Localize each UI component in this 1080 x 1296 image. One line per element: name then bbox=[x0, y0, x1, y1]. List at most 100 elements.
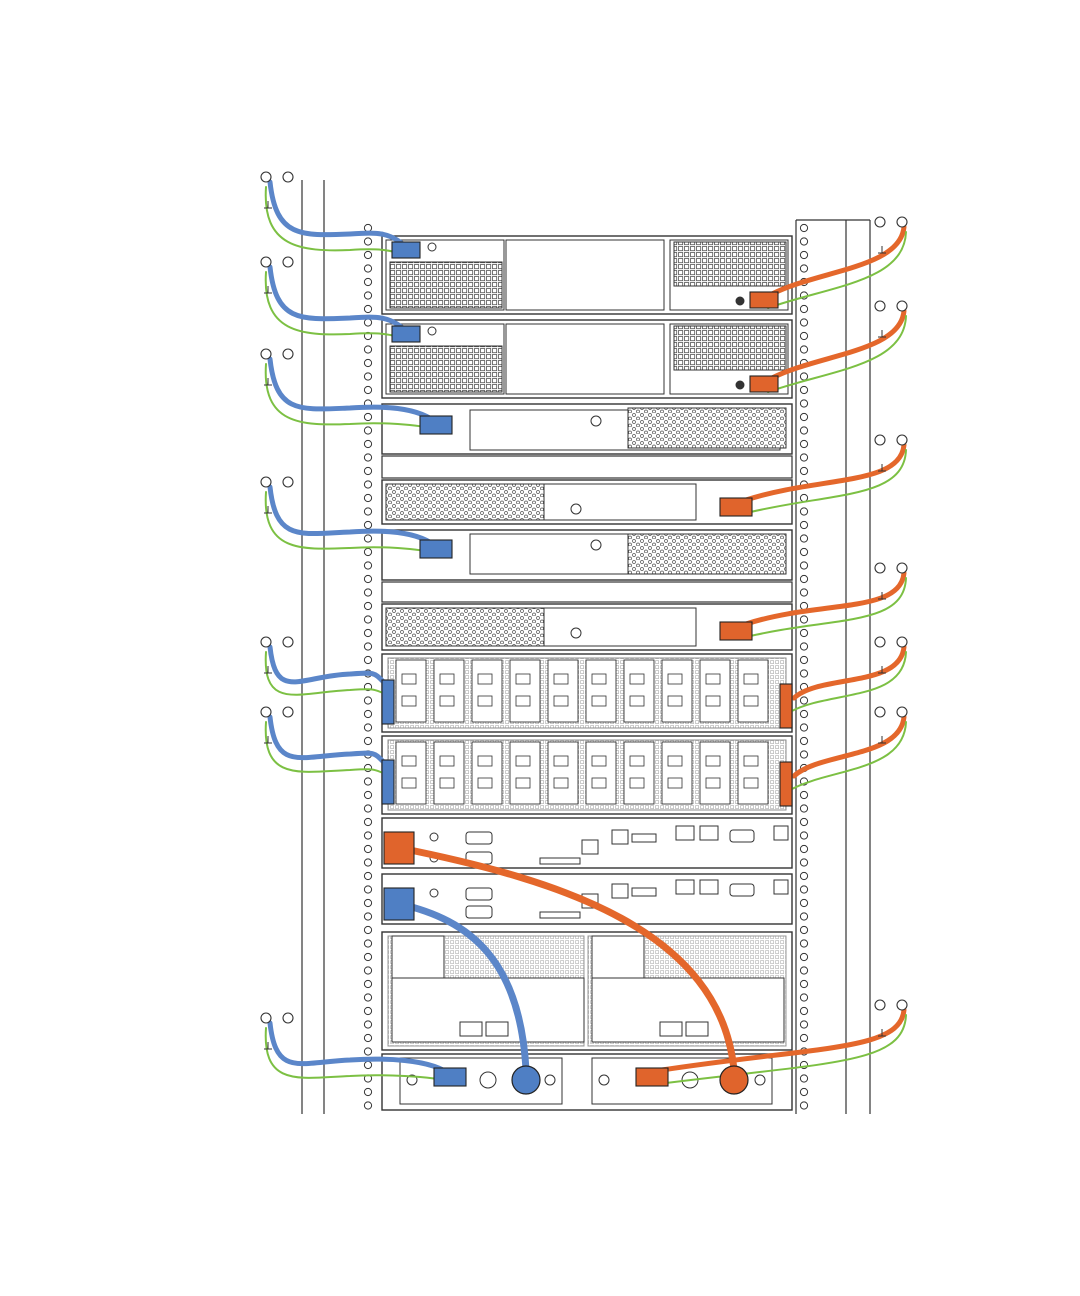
rack-hole bbox=[364, 643, 371, 650]
rack-hole bbox=[800, 562, 807, 569]
screw-icon bbox=[480, 1072, 496, 1088]
rack-hole bbox=[800, 791, 807, 798]
rack-hole bbox=[800, 926, 807, 933]
rack-hole bbox=[364, 494, 371, 501]
outlet-socket bbox=[283, 172, 293, 182]
rack-hole bbox=[364, 791, 371, 798]
outlet-socket bbox=[261, 637, 271, 647]
screw-icon bbox=[430, 889, 438, 897]
rack-hole bbox=[800, 737, 807, 744]
rj45-port-icon bbox=[744, 756, 758, 766]
rack-hole bbox=[364, 427, 371, 434]
rack-hole bbox=[800, 899, 807, 906]
rack-hole bbox=[800, 670, 807, 677]
rack-hole bbox=[364, 967, 371, 974]
rj45-port-icon bbox=[402, 756, 416, 766]
rack-hole bbox=[364, 481, 371, 488]
io-slot bbox=[510, 660, 540, 722]
rack-hole bbox=[364, 859, 371, 866]
rack-hole bbox=[800, 454, 807, 461]
rack-hole bbox=[800, 305, 807, 312]
io-slot bbox=[624, 742, 654, 804]
feed-a-connector bbox=[420, 540, 452, 558]
rack-hole bbox=[800, 994, 807, 1001]
rack-hole bbox=[800, 913, 807, 920]
outlet-socket bbox=[283, 637, 293, 647]
outlet-socket bbox=[897, 435, 907, 445]
io-slot bbox=[510, 742, 540, 804]
rj45-port-icon bbox=[440, 778, 454, 788]
rack-hole bbox=[364, 548, 371, 555]
rj45-port-icon bbox=[706, 696, 720, 706]
rack-hole bbox=[364, 305, 371, 312]
rack-hole bbox=[364, 832, 371, 839]
io-slot bbox=[472, 742, 502, 804]
rack-hole bbox=[364, 521, 371, 528]
io-slot bbox=[396, 742, 426, 804]
rack-hole bbox=[800, 1034, 807, 1041]
rj45-port-icon bbox=[516, 756, 530, 766]
feed-b-cable bbox=[794, 647, 904, 698]
io-slot bbox=[434, 742, 464, 804]
rack-hole bbox=[800, 400, 807, 407]
rack-hole bbox=[364, 1102, 371, 1109]
io-chassis-2 bbox=[382, 736, 792, 814]
rj45-port-icon bbox=[706, 756, 720, 766]
rack-hole bbox=[364, 926, 371, 933]
rack-hole bbox=[364, 467, 371, 474]
rack-hole bbox=[800, 467, 807, 474]
rj45-port-icon bbox=[630, 696, 644, 706]
rack-hole bbox=[364, 359, 371, 366]
feed-b-connector bbox=[750, 292, 778, 308]
rack-hole bbox=[800, 373, 807, 380]
rack-hole bbox=[800, 967, 807, 974]
io-slot bbox=[548, 742, 578, 804]
rack-blank-panel bbox=[382, 456, 792, 478]
io-slot bbox=[624, 660, 654, 722]
rj45-port-icon bbox=[668, 674, 682, 684]
outlet-socket bbox=[261, 257, 271, 267]
feed-a-connector bbox=[434, 1068, 466, 1086]
outlet-socket bbox=[897, 301, 907, 311]
rack-hole bbox=[364, 251, 371, 258]
rack-hole bbox=[364, 818, 371, 825]
rack-hole bbox=[364, 1034, 371, 1041]
feed-b-plug bbox=[720, 1066, 748, 1094]
rack-hole bbox=[800, 386, 807, 393]
rj45-port-icon bbox=[440, 674, 454, 684]
rj45-port-icon bbox=[668, 696, 682, 706]
rack-hole bbox=[800, 940, 807, 947]
rack-hole bbox=[800, 710, 807, 717]
rack-hole bbox=[800, 548, 807, 555]
rj45-port-icon bbox=[516, 696, 530, 706]
feed-a-plug bbox=[512, 1066, 540, 1094]
rack-hole bbox=[364, 373, 371, 380]
feed-a-connector bbox=[384, 888, 414, 920]
rack-hole bbox=[364, 386, 371, 393]
rj45-port-icon bbox=[630, 756, 644, 766]
outlet-socket bbox=[283, 349, 293, 359]
rack-hole bbox=[800, 1075, 807, 1082]
rack-hole bbox=[800, 1021, 807, 1028]
rj45-port-icon bbox=[700, 880, 718, 894]
feed-b-connector bbox=[720, 498, 752, 516]
rack-hole bbox=[364, 764, 371, 771]
rack-hole bbox=[364, 899, 371, 906]
outlet-socket bbox=[897, 563, 907, 573]
rj45-port-icon bbox=[582, 840, 598, 854]
feed-a-cable bbox=[270, 647, 392, 690]
rj45-port-icon bbox=[554, 756, 568, 766]
outlet-socket bbox=[261, 172, 271, 182]
psu-shelf-2 bbox=[382, 320, 792, 398]
screw-icon bbox=[571, 504, 581, 514]
rack-hole bbox=[800, 589, 807, 596]
outlet-socket bbox=[261, 477, 271, 487]
rj45-port-icon bbox=[744, 674, 758, 684]
rack-hole bbox=[800, 643, 807, 650]
rj45-port-icon bbox=[516, 674, 530, 684]
rack-hole bbox=[364, 656, 371, 663]
io-slot bbox=[700, 660, 730, 722]
feed-a-cable bbox=[270, 717, 392, 770]
rack-hole bbox=[364, 319, 371, 326]
outlet-socket bbox=[261, 707, 271, 717]
